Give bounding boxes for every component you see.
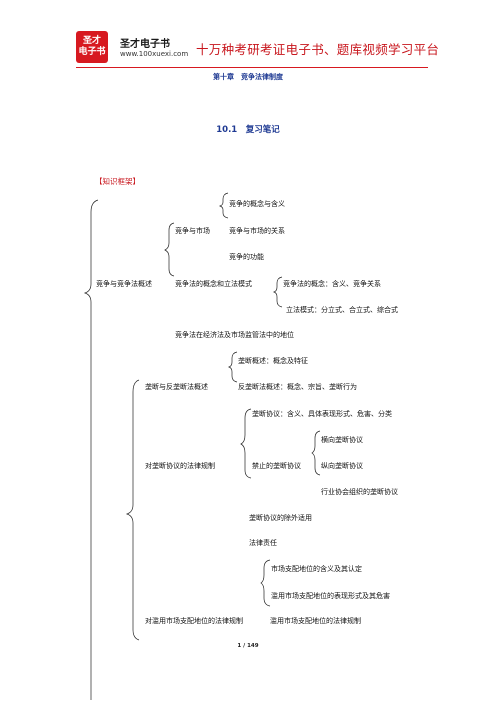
logo-text-2: 电子书 bbox=[78, 47, 106, 57]
node-competition-market-relation: 竞争与市场的关系 bbox=[229, 227, 285, 235]
node-horizontal-agreement: 横向垄断协议 bbox=[321, 436, 363, 444]
chapter-title: 第十章 竞争法律制度 bbox=[213, 73, 283, 81]
node-dominance-regulation: 对滥用市场支配地位的法律规制 bbox=[145, 617, 243, 625]
node-association-agreement: 行业协会组织的垄断协议 bbox=[321, 488, 398, 496]
node-legal-liability: 法律责任 bbox=[249, 539, 277, 547]
brace-root bbox=[83, 199, 99, 700]
node-legislation-mode: 立法模式：分立式、合立式、综合式 bbox=[286, 306, 398, 314]
section-title: 10.1 复习笔记 bbox=[216, 125, 280, 135]
header-divider bbox=[76, 67, 428, 68]
brace-competition-concept bbox=[218, 192, 229, 219]
brand-logo: 圣才 电子书 bbox=[76, 31, 108, 63]
node-agreement-regulation: 对垄断协议的法律规制 bbox=[145, 462, 215, 470]
node-competition-law-overview: 竞争与竞争法概述 bbox=[96, 280, 152, 288]
brace-prohibited-agreement bbox=[311, 430, 321, 476]
node-exemption: 垄断协议的除外适用 bbox=[249, 514, 312, 522]
brand-name: 圣才电子书 bbox=[120, 39, 170, 50]
node-antimonopoly-overview: 反垄断法概述：概念、宗旨、垄断行为 bbox=[238, 383, 357, 391]
node-dominance-definition: 市场支配地位的含义及其认定 bbox=[271, 565, 362, 573]
node-dominance-abuse-forms: 滥用市场支配地位的表现形式及其危害 bbox=[271, 592, 390, 600]
node-monopoly-agreement: 垄断协议：含义、具体表现形式、危害、分类 bbox=[252, 410, 392, 418]
framework-label: 【知识框架】 bbox=[95, 177, 140, 186]
brace-monopoly-overview bbox=[227, 351, 238, 383]
node-monopoly-antimonopoly: 垄断与反垄断法概述 bbox=[145, 383, 208, 391]
brand-url[interactable]: www.100xuexi.com bbox=[120, 50, 189, 58]
brace-monopoly-agreement bbox=[240, 408, 252, 479]
node-dominance-law: 滥用市场支配地位的法律规制 bbox=[270, 617, 361, 625]
brace-competition-market bbox=[164, 222, 175, 277]
node-competition-function: 竞争的功能 bbox=[229, 253, 264, 261]
node-law-position: 竞争法在经济法及市场监管法中的地位 bbox=[175, 331, 294, 339]
brace-market-dominance bbox=[260, 559, 271, 607]
slogan: 十万种考研考证电子书、题库视频学习平台 bbox=[196, 42, 440, 57]
brace-antimonopoly bbox=[125, 379, 140, 641]
page-number: 1 / 149 bbox=[237, 643, 259, 649]
node-law-concept-legislation: 竞争法的概念和立法模式 bbox=[175, 280, 252, 288]
logo-text-1: 圣才 bbox=[82, 36, 101, 46]
node-competition-and-market: 竞争与市场 bbox=[175, 227, 210, 235]
node-prohibited-agreement: 禁止的垄断协议 bbox=[252, 462, 301, 470]
node-law-concept: 竞争法的概念：含义、竞争关系 bbox=[283, 280, 381, 288]
node-monopoly-overview: 垄断概述：概念及特征 bbox=[238, 357, 308, 365]
node-competition-concept: 竞争的概念与含义 bbox=[229, 200, 285, 208]
brace-competition-law bbox=[272, 276, 283, 308]
node-vertical-agreement: 纵向垄断协议 bbox=[321, 462, 363, 470]
